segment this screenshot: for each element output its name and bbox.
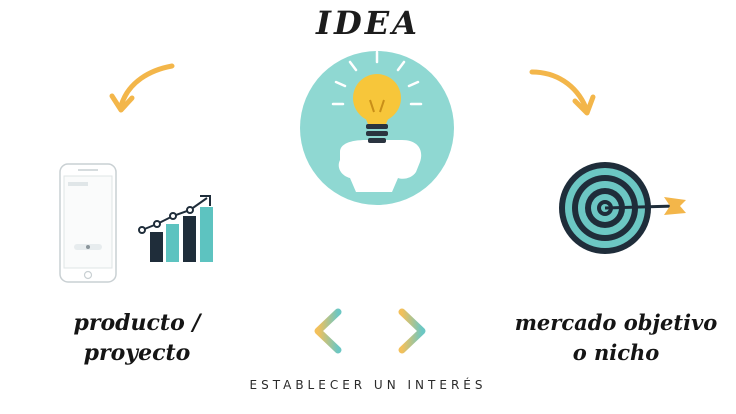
double-arrow-icon xyxy=(314,308,426,354)
caption: ESTABLECER UN INTERÉS xyxy=(249,378,487,392)
curved-arrow-right-icon xyxy=(529,69,596,116)
curved-arrow-left-icon xyxy=(109,63,175,113)
left-label-line1: producto / xyxy=(73,310,201,336)
bar-chart-growth-icon xyxy=(138,195,213,262)
left-label: producto / proyecto xyxy=(52,308,222,368)
idea-head-lightbulb-icon xyxy=(300,50,454,205)
target-icon xyxy=(559,162,686,254)
right-label: mercado objetivo o nicho xyxy=(500,308,732,368)
right-label-line1: mercado objetivo xyxy=(514,310,718,335)
left-label-line2: proyecto xyxy=(83,340,191,366)
right-label-line2: o nicho xyxy=(572,340,660,365)
title: IDEA xyxy=(316,4,420,42)
smartphone-icon xyxy=(59,163,117,283)
